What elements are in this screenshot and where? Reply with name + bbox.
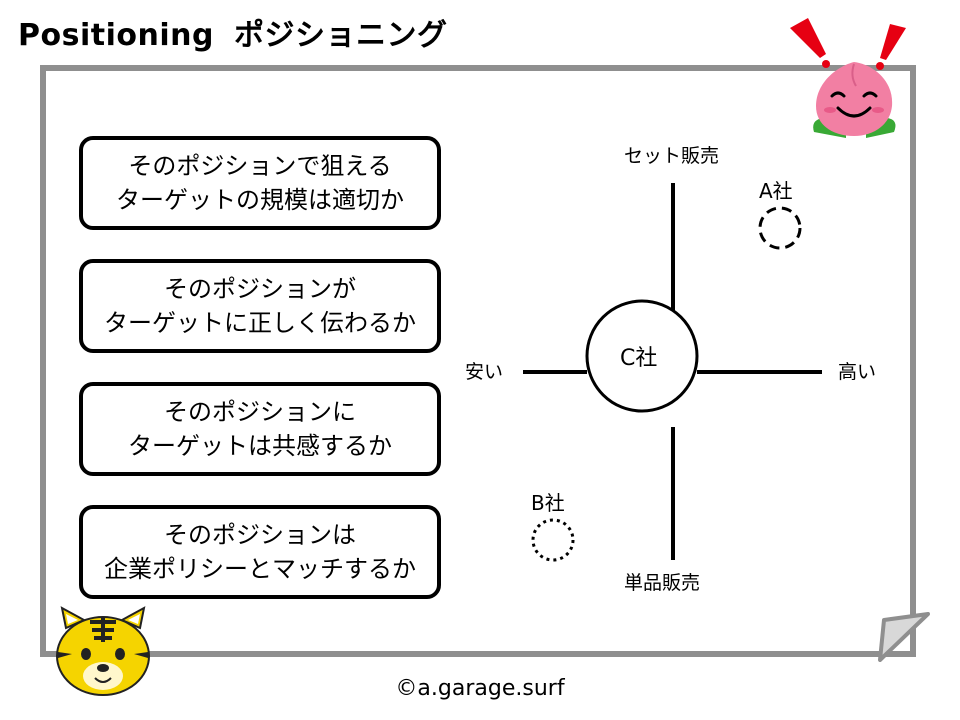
company-c-label: C社 [620,346,658,371]
question-line: そのポジションは [164,521,356,549]
peach-mascot-icon [790,18,906,138]
company-b-marker [531,518,575,562]
copyright-footer: ©a.garage.surf [395,676,565,701]
question-line: そのポジションで狙える [128,152,392,180]
axis-label-top: セット販売 [624,145,720,167]
question-box-communication: そのポジションが ターゲットに正しく伝わるか [79,259,441,353]
company-a-marker [758,206,802,250]
question-line: そのポジションが [164,275,356,303]
question-box-policy-match: そのポジションは 企業ポリシーとマッチするか [79,505,441,599]
question-line: ターゲットの規模は適切か [116,186,404,214]
axis-label-bottom: 単品販売 [624,572,701,594]
axis-label-left: 安い [465,361,504,383]
question-line: ターゲットは共感するか [128,432,392,460]
question-line: ターゲットに正しく伝わるか [104,309,416,337]
page-curl-icon [878,612,930,662]
tiger-mascot-icon [56,606,150,696]
page-title: Positioning ポジショニング [18,10,447,54]
question-box-target-size: そのポジションで狙える ターゲットの規模は適切か [79,136,441,230]
title-english: Positioning [18,18,214,53]
title-japanese: ポジショニング [233,18,448,53]
question-line: そのポジションに [164,398,356,426]
company-c-marker [585,299,699,413]
axis-label-right: 高い [838,361,877,383]
company-a-label: A社 [759,179,793,203]
question-box-empathy: そのポジションに ターゲットは共感するか [79,382,441,476]
company-b-label: B社 [531,491,565,515]
question-line: 企業ポリシーとマッチするか [104,555,416,583]
